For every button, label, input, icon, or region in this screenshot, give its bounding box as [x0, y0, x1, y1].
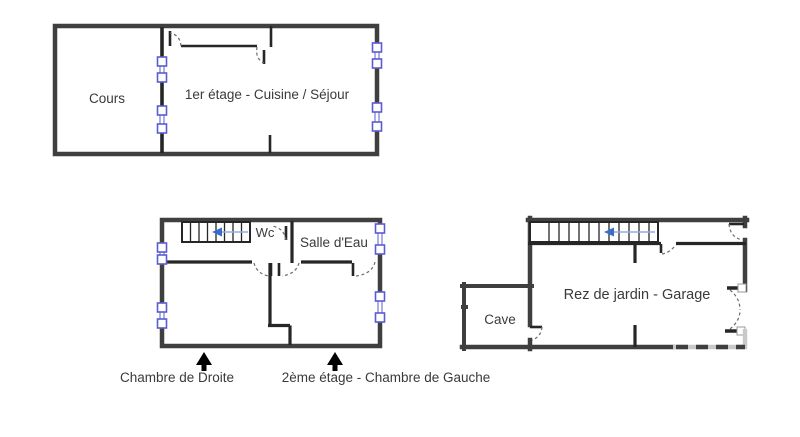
- balcony-walls: [181, 26, 273, 153]
- window-icon: [156, 56, 168, 83]
- door-swing: [271, 225, 288, 241]
- door-swing: [351, 261, 376, 277]
- up-arrow-icon: [196, 352, 212, 371]
- staircase: [529, 221, 659, 243]
- window-icon: [371, 102, 383, 132]
- staircase: [181, 221, 251, 243]
- plan-second-floor: Wc Salle d'Eau Chambre de Droite 2ème ét…: [100, 210, 520, 400]
- french-door-swing: [725, 283, 748, 349]
- cave-walls: [460, 282, 534, 351]
- double-door-swing: [253, 262, 300, 277]
- room-label-cuisine-sejour: 1er étage - Cuisine / Séjour: [185, 87, 350, 102]
- annotation-chambre-gauche: 2ème étage - Chambre de Gauche: [282, 370, 491, 385]
- window-icon: [371, 42, 383, 69]
- window-icon: [156, 302, 168, 329]
- outer-walls: [459, 215, 750, 352]
- window-icon: [374, 291, 386, 323]
- room-label-cave: Cave: [484, 312, 516, 327]
- window-icon: [156, 105, 168, 134]
- stair-direction-arrow-icon: [212, 227, 248, 237]
- plan-first-floor: Cours 1er étage - Cuisine / Séjour: [40, 14, 390, 174]
- up-arrow-icon: [327, 352, 343, 371]
- door-swing: [659, 244, 677, 255]
- door-swing: [256, 46, 266, 64]
- cave-door-swing: [530, 325, 543, 341]
- window-icon: [374, 223, 386, 255]
- plan-garden-level: Cave Rez de jardin - Garage: [440, 210, 770, 370]
- window-icon: [156, 242, 168, 265]
- room-label-garage: Rez de jardin - Garage: [564, 287, 711, 303]
- door-swing: [168, 31, 182, 47]
- door-swing: [728, 222, 744, 241]
- room-label-cours: Cours: [89, 91, 125, 106]
- outer-walls: [159, 217, 383, 349]
- annotation-chambre-droite: Chambre de Droite: [120, 370, 234, 385]
- room-label-salle-eau: Salle d'Eau: [300, 235, 368, 250]
- stair-direction-arrow-icon: [604, 227, 655, 237]
- room-label-wc: Wc: [256, 225, 275, 240]
- interior-walls: [528, 241, 746, 347]
